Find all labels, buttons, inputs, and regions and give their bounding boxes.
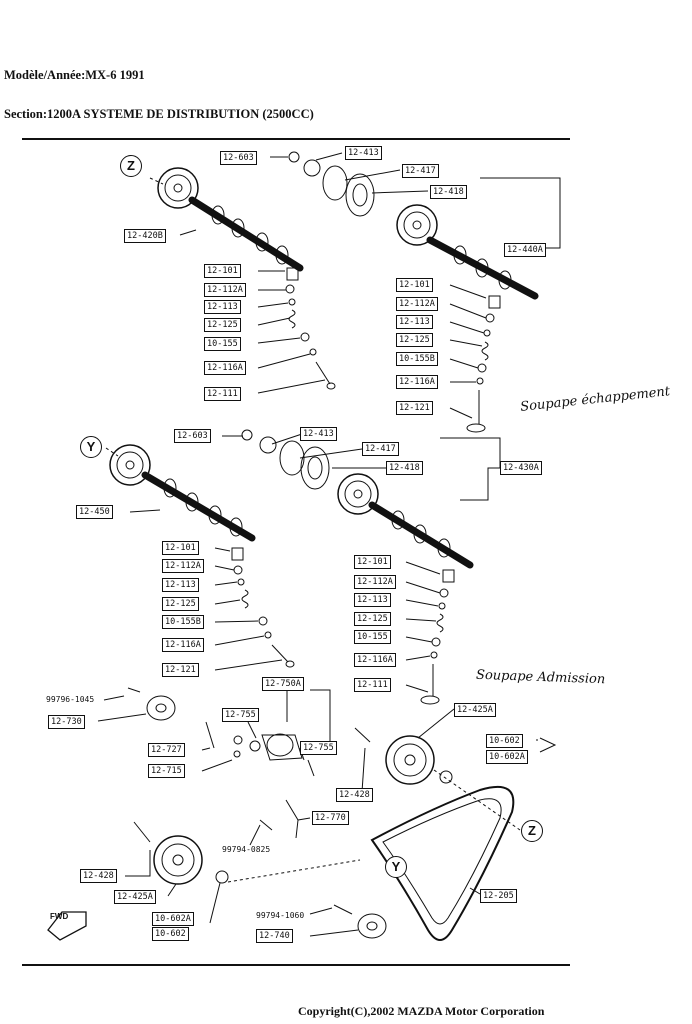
part-label: 12-113 — [396, 315, 433, 329]
part-label: 12-413 — [300, 427, 337, 441]
part-label: 10-155B — [162, 615, 204, 629]
part-label: 12-116A — [396, 375, 438, 389]
section-heading: Section:1200A SYSTEME DE DISTRIBUTION (2… — [4, 107, 314, 121]
camshaft-y-intake — [109, 444, 256, 542]
part-label: 10-602 — [486, 734, 523, 748]
part-label: 12-125 — [354, 612, 391, 626]
part-label: 12-603 — [220, 151, 257, 165]
part-label: 12-603 — [174, 429, 211, 443]
part-label: 12-125 — [204, 318, 241, 332]
part-label: 12-417 — [402, 164, 439, 178]
part-label: 12-121 — [396, 401, 433, 415]
part-label: 12-112A — [396, 297, 438, 311]
part-label: 12-125 — [162, 597, 199, 611]
part-label: 12-125 — [396, 333, 433, 347]
part-label: 10-155 — [354, 630, 391, 644]
part-label: 12-430A — [500, 461, 542, 475]
part-label: 12-111 — [354, 678, 391, 692]
part-label: 12-116A — [204, 361, 246, 375]
bottom-rule — [22, 964, 570, 966]
part-label: 12-101 — [204, 264, 241, 278]
part-label: 12-755 — [222, 708, 259, 722]
part-label: 12-730 — [48, 715, 85, 729]
part-label: 12-413 — [345, 146, 382, 160]
part-label: 10-155 — [204, 337, 241, 351]
part-label: 12-417 — [362, 442, 399, 456]
part-label: 10-602 — [152, 927, 189, 941]
part-label: 12-727 — [148, 743, 185, 757]
part-label: 12-121 — [162, 663, 199, 677]
part-label: 12-428 — [336, 788, 373, 802]
part-label: 12-740 — [256, 929, 293, 943]
part-label: 12-112A — [162, 559, 204, 573]
part-label: 12-755 — [300, 741, 337, 755]
part-label: 12-205 — [480, 889, 517, 903]
part-label: 12-113 — [162, 578, 199, 592]
camshaft-y-exhaust — [337, 473, 474, 569]
part-label: 12-101 — [162, 541, 199, 555]
part-label: 10-155B — [396, 352, 438, 366]
part-label: 12-418 — [430, 185, 467, 199]
view-marker-y-belt: Y — [385, 856, 407, 878]
part-label: 12-113 — [204, 300, 241, 314]
camshaft-z-intake — [157, 167, 304, 272]
fwd-arrow-label: FWD — [50, 912, 69, 921]
model-year-heading: Modèle/Année:MX-6 1991 — [4, 68, 145, 82]
bolt-part-number: 99794-0825 — [222, 845, 271, 854]
part-label: 10-602A — [486, 750, 528, 764]
copyright-notice: Copyright(C),2002 MAZDA Motor Corporatio… — [298, 1004, 545, 1018]
part-label: 12-112A — [204, 283, 246, 297]
part-label: 12-418 — [386, 461, 423, 475]
part-label: 12-111 — [204, 387, 241, 401]
part-label: 10-602A — [152, 912, 194, 926]
part-label: 12-770 — [312, 811, 349, 825]
view-marker-z-top: Z — [120, 155, 142, 177]
bolt-part-number: 99794-1060 — [256, 911, 305, 920]
view-marker-y-middle: Y — [80, 436, 102, 458]
part-label: 12-450 — [76, 505, 113, 519]
part-label: 12-425A — [114, 890, 156, 904]
part-label: 12-428 — [80, 869, 117, 883]
part-label: 12-440A — [504, 243, 546, 257]
part-label: 12-113 — [354, 593, 391, 607]
part-label: 12-420B — [124, 229, 166, 243]
part-label: 12-101 — [396, 278, 433, 292]
part-label: 12-112A — [354, 575, 396, 589]
top-rule — [22, 138, 570, 140]
part-label: 12-101 — [354, 555, 391, 569]
part-label: 12-116A — [354, 653, 396, 667]
part-label: 12-715 — [148, 764, 185, 778]
part-label: 12-116A — [162, 638, 204, 652]
part-label: 12-425A — [454, 703, 496, 717]
view-marker-z-belt: Z — [521, 820, 543, 842]
camshaft-z-exhaust — [396, 204, 539, 300]
bolt-part-number: 99796-1045 — [46, 695, 95, 704]
part-label: 12-750A — [262, 677, 304, 691]
